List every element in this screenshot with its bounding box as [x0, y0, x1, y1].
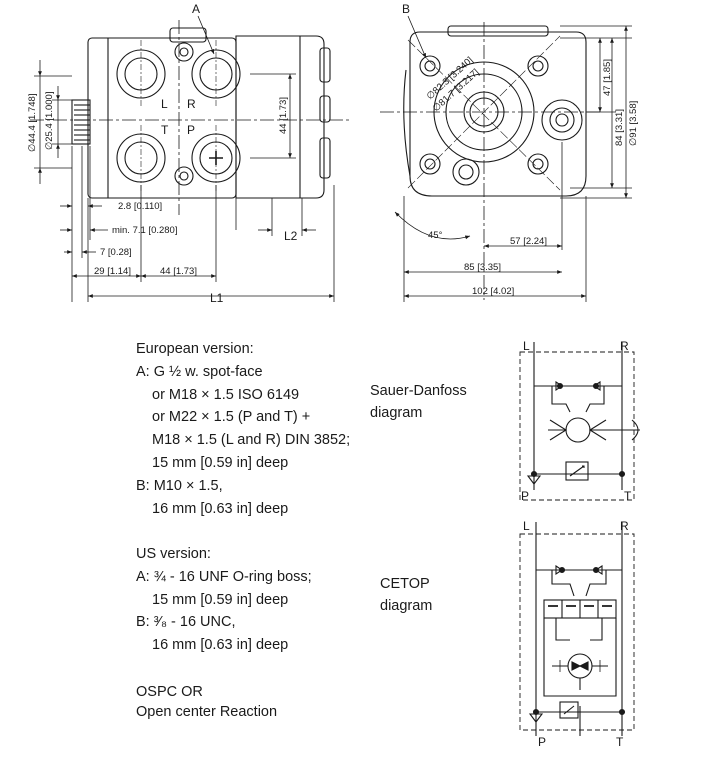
dim-min-7-1: min. 7.1 [0.280] — [112, 225, 177, 236]
european-line-3: or M22 × 1.5 (P and T) + — [152, 409, 311, 426]
dim-84: 84 [3.31] — [614, 109, 625, 146]
european-line-6: B: M10 × 1.5, — [136, 477, 223, 494]
dim-102: 102 [4.02] — [472, 286, 514, 297]
us-title: US version: — [136, 546, 211, 562]
cetop-outline — [519, 533, 635, 731]
side-view — [380, 15, 600, 300]
side-flange — [409, 31, 587, 197]
side-port — [541, 99, 583, 141]
sauer-caption-line-2: diagram — [370, 405, 423, 421]
front-view — [30, 15, 350, 215]
sauer-port-labels: L R P T — [521, 339, 632, 503]
european-line-1: A: G ½ w. spot-face — [136, 363, 263, 380]
top-boss — [169, 27, 207, 43]
side-view-labels: B ∅82.3 [3.240] ∅81.7 [3.217] 47 [1.85] … — [402, 2, 639, 297]
sauer-meter-symbol — [565, 417, 591, 443]
dim-dia-91: ∅91 [3.58] — [628, 101, 639, 146]
european-line-5: 15 mm [0.59 in] deep — [152, 454, 289, 471]
bolt-hole-bottom — [452, 158, 480, 186]
dim-44-horizontal: 44 [1.73] — [160, 266, 197, 277]
sauer-relief-valve — [565, 461, 589, 481]
bolt-hole-tl — [419, 55, 441, 77]
sauer-outline — [519, 351, 635, 501]
cetop-diagram — [519, 522, 635, 736]
dim-29: 29 [1.14] — [94, 266, 131, 277]
sauer-danfoss-caption: Sauer-Danfoss diagram — [370, 380, 467, 424]
port-p-label: P — [187, 123, 195, 137]
cetop-port-l: L — [523, 519, 530, 533]
bolt-hole-tr — [527, 55, 549, 77]
cetop-caption: CETOP diagram — [380, 573, 432, 617]
dim-l2: L2 — [284, 229, 298, 243]
front-view-labels: A L R T P ∅44.4 [1.748] ∅25.4 [1.000] 44… — [27, 2, 298, 305]
sauer-port-p: P — [521, 489, 529, 503]
us-line-2: 15 mm [0.59 in] deep — [152, 591, 289, 608]
european-line-7: 16 mm [0.63 in] deep — [152, 500, 289, 517]
european-title: European version: — [136, 341, 254, 357]
label-b: B — [402, 2, 410, 16]
label-a: A — [192, 2, 200, 16]
port-l-label: L — [161, 97, 168, 111]
us-version-block: US version: A: ¾ - 16 UNF O-ring boss; 1… — [136, 543, 312, 657]
side-dimension-lines — [394, 25, 632, 302]
sauer-danfoss-diagram — [519, 342, 640, 501]
dim-45-deg: 45° — [428, 230, 443, 241]
ospc-line-1: OSPC OR — [136, 684, 203, 700]
cetop-caption-line-2: diagram — [380, 598, 433, 614]
bolt-hole-bl — [419, 153, 441, 175]
dim-47: 47 [1.85] — [602, 59, 613, 96]
ospc-line-2: Open center Reaction — [136, 704, 278, 720]
end-cap — [235, 35, 325, 199]
european-version-block: European version: A: G ½ w. spot-face or… — [136, 338, 350, 520]
dim-dia-25-4: ∅25.4 [1.000] — [44, 92, 55, 150]
dim-7: 7 [0.28] — [100, 247, 132, 258]
cetop-port-t: T — [616, 735, 624, 749]
us-line-1: A: ¾ - 16 UNF O-ring boss; — [136, 568, 312, 585]
dim-2-8: 2.8 [0.110] — [118, 201, 162, 212]
dim-l1: L1 — [210, 291, 224, 305]
sauer-port-l: L — [523, 339, 530, 353]
port-r-label: R — [187, 97, 196, 111]
sauer-port-t: T — [624, 489, 632, 503]
front-dimension-lines — [34, 60, 335, 302]
bolt-hole-br — [527, 153, 549, 175]
european-line-2: or M18 × 1.5 ISO 6149 — [152, 386, 300, 403]
ospc-block: OSPC OR Open center Reaction — [136, 682, 277, 722]
cetop-relief-valve — [559, 701, 579, 719]
us-line-3: B: ³⁄₈ - 16 UNC, — [136, 614, 236, 631]
spline-shaft — [71, 99, 91, 145]
us-line-4: 16 mm [0.63 in] deep — [152, 637, 289, 654]
dim-85: 85 [3.35] — [464, 262, 501, 273]
cetop-caption-line-1: CETOP — [380, 576, 430, 592]
sauer-port-r: R — [620, 339, 629, 353]
dim-44-vertical: 44 [1.73] — [278, 97, 289, 134]
cetop-port-r: R — [620, 519, 629, 533]
sauer-caption-line-1: Sauer-Danfoss — [370, 383, 467, 399]
dim-dia-44-4: ∅44.4 [1.748] — [27, 94, 38, 152]
dim-57: 57 [2.24] — [510, 236, 547, 247]
cetop-port-labels: L R P T — [523, 519, 629, 749]
port-t-label: T — [161, 123, 169, 137]
european-line-4: M18 × 1.5 (L and R) DIN 3852; — [152, 432, 351, 449]
cetop-port-p: P — [538, 735, 546, 749]
